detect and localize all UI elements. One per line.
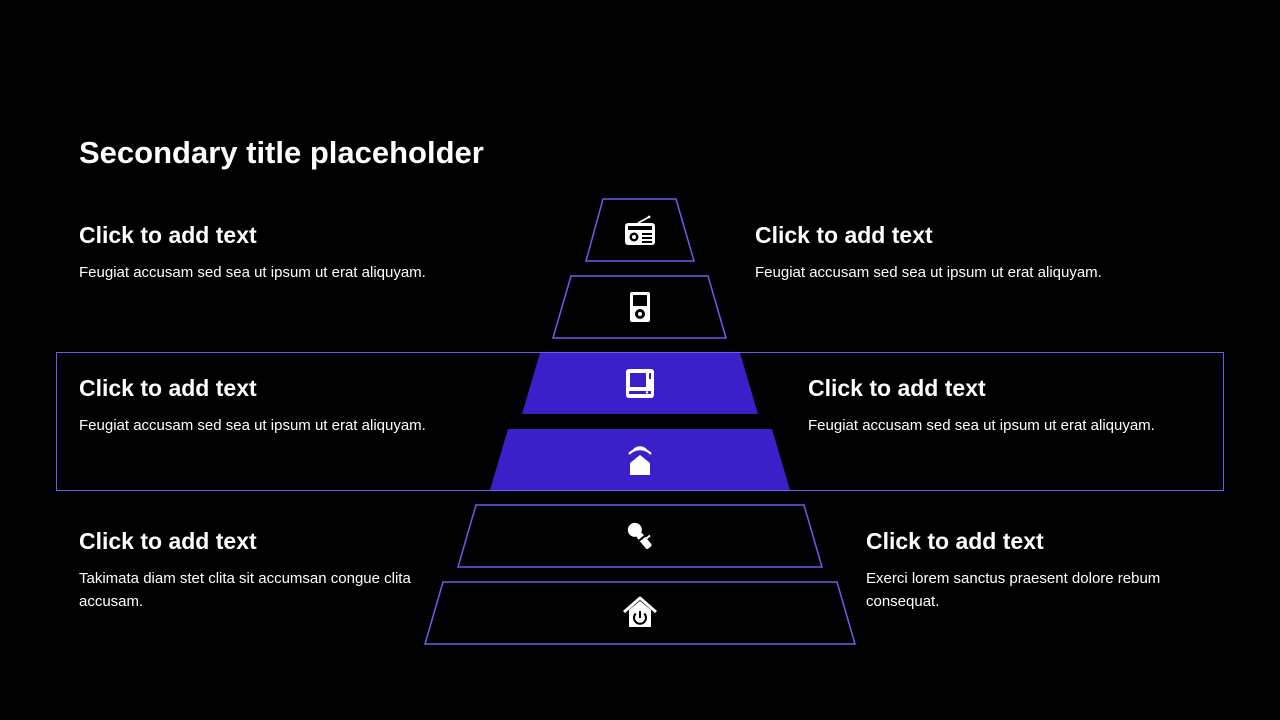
computer-icon bbox=[626, 369, 654, 398]
music-player-icon bbox=[630, 292, 650, 322]
pyramid-tier-1[interactable] bbox=[585, 198, 695, 262]
home-power-icon bbox=[623, 596, 657, 627]
block-heading[interactable]: Click to add text bbox=[79, 222, 257, 248]
pyramid-tier-6[interactable] bbox=[424, 581, 856, 645]
block-heading[interactable]: Click to add text bbox=[755, 222, 933, 248]
block-body[interactable]: Takimata diam stet clita sit accumsan co… bbox=[79, 570, 411, 610]
block-body[interactable]: Feugiat accusam sed sea ut ipsum ut erat… bbox=[79, 264, 426, 281]
slide-title[interactable]: Secondary title placeholder bbox=[79, 135, 484, 170]
block-heading[interactable]: Click to add text bbox=[808, 375, 986, 401]
text-block-bottom-right[interactable]: Click to add text Exerci lorem sanctus p… bbox=[866, 527, 1206, 613]
block-body[interactable]: Feugiat accusam sed sea ut ipsum ut erat… bbox=[808, 417, 1155, 434]
text-block-middle-right[interactable]: Click to add text Feugiat accusam sed se… bbox=[808, 374, 1228, 437]
pyramid-tier-2[interactable] bbox=[552, 275, 727, 339]
radio-icon bbox=[625, 215, 655, 245]
pyramid-tier-4[interactable] bbox=[490, 429, 790, 490]
block-heading[interactable]: Click to add text bbox=[79, 528, 257, 554]
pyramid-tier-5[interactable] bbox=[457, 504, 823, 568]
text-block-top-right[interactable]: Click to add text Feugiat accusam sed se… bbox=[755, 221, 1175, 284]
highlight-frame bbox=[56, 352, 1224, 491]
text-block-top-left[interactable]: Click to add text Feugiat accusam sed se… bbox=[79, 221, 499, 284]
microphone-icon bbox=[627, 522, 652, 549]
smart-home-icon bbox=[628, 446, 652, 475]
block-heading[interactable]: Click to add text bbox=[866, 528, 1044, 554]
pyramid-tier-3[interactable] bbox=[522, 353, 758, 414]
text-block-middle-left[interactable]: Click to add text Feugiat accusam sed se… bbox=[79, 374, 499, 437]
text-block-bottom-left[interactable]: Click to add text Takimata diam stet cli… bbox=[79, 527, 419, 613]
block-body[interactable]: Feugiat accusam sed sea ut ipsum ut erat… bbox=[79, 417, 426, 434]
block-body[interactable]: Exerci lorem sanctus praesent dolore reb… bbox=[866, 570, 1161, 610]
block-heading[interactable]: Click to add text bbox=[79, 375, 257, 401]
block-body[interactable]: Feugiat accusam sed sea ut ipsum ut erat… bbox=[755, 264, 1102, 281]
